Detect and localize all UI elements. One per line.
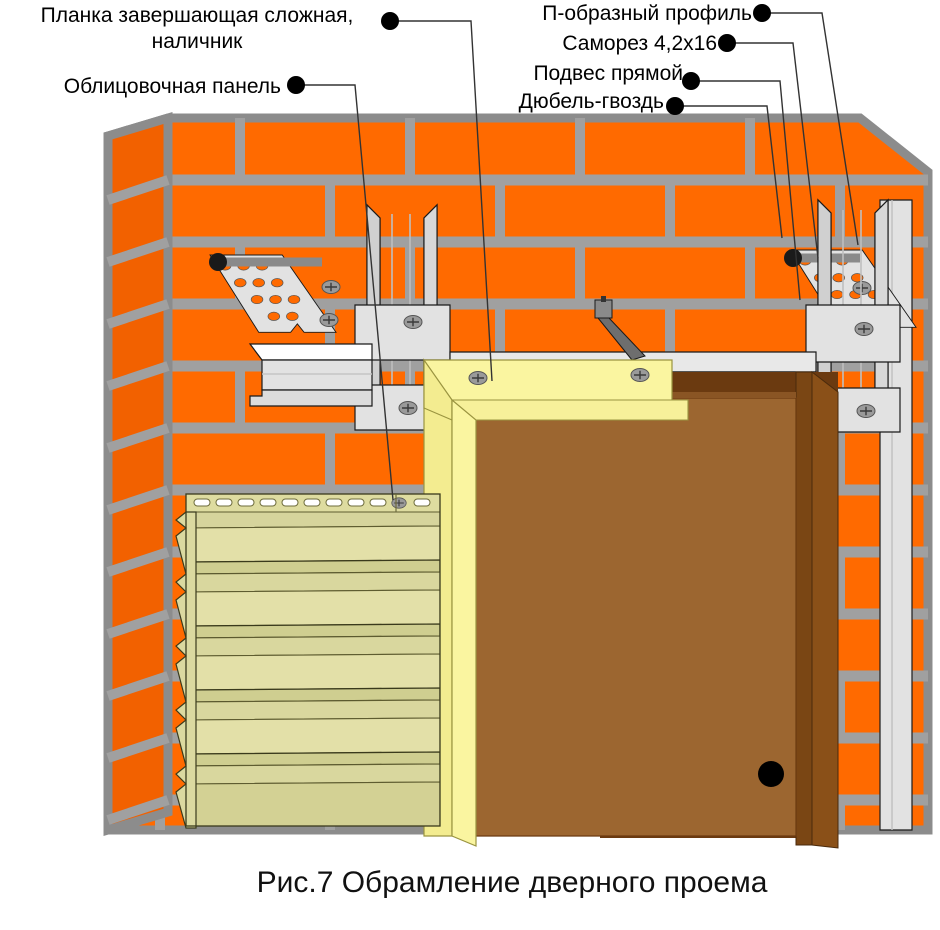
callout-planka-line1: Планка завершающая сложная,: [41, 4, 354, 27]
callout-oblic-panel-line1: Облицовочная панель: [64, 75, 281, 98]
figure-caption: Рис.7 Обрамление дверного проема: [257, 866, 768, 899]
wall-left-side-face: [103, 111, 173, 837]
leader-lines: [296, 12, 859, 501]
callout-dot-podves: [682, 72, 700, 90]
dowel-head-left: [209, 253, 227, 271]
callout-podves-line1: Подвес прямой: [533, 62, 683, 85]
callout-samorez: Саморез 4,2х16: [562, 32, 736, 55]
callout-dot-oblic-panel: [287, 76, 305, 94]
callout-oblic-panel: Облицовочная панель: [64, 75, 305, 98]
dowel-head-right: [784, 249, 802, 267]
screw-detail-center: [594, 296, 646, 361]
nailing-perforations: [193, 498, 431, 507]
callout-dubel-line1: Дюбель-гвоздь: [519, 90, 664, 113]
horizontal-rails-left: [248, 343, 373, 407]
door-face: [461, 397, 797, 837]
callout-dot-planka: [381, 12, 399, 30]
callout-p-profil: П-образный профиль: [542, 2, 771, 25]
callout-planka: Планка завершающая сложная, наличник: [41, 4, 399, 53]
siding-panels: [175, 493, 441, 829]
callout-p-profil-line1: П-образный профиль: [542, 2, 752, 25]
callout-labels: Планка завершающая сложная, наличник Обл…: [41, 2, 771, 115]
door-jamb-inner: [811, 370, 839, 849]
callout-planka-line2: наличник: [152, 30, 244, 53]
callout-dubel: Дюбель-гвоздь: [519, 90, 684, 115]
hanger-left: [209, 253, 341, 333]
door-handle[interactable]: [758, 761, 784, 787]
callout-dot-p-profil: [753, 4, 771, 22]
door-jamb-outer: [795, 371, 813, 846]
callout-dot-samorez: [718, 34, 736, 52]
callout-podves: Подвес прямой: [533, 62, 700, 90]
door-assembly: [461, 370, 839, 849]
callout-samorez-line1: Саморез 4,2х16: [562, 32, 717, 55]
callout-dot-dubel: [666, 97, 684, 115]
siding-courses: [186, 494, 440, 826]
